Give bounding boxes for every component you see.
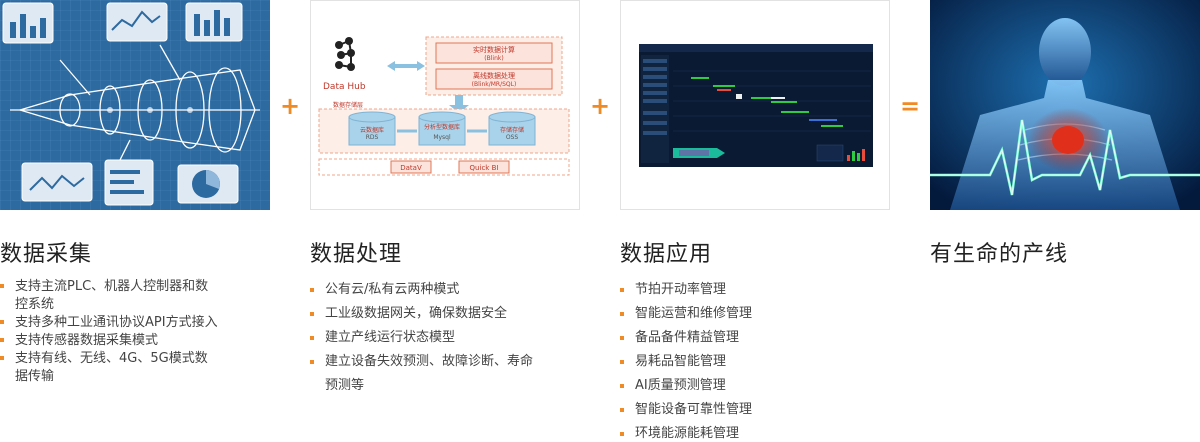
- section-data-processing: Data Hub 实时数据计算 (Blink) 离线数据处理 (Blink/MR…: [310, 0, 580, 398]
- bullet-icon: [0, 320, 4, 324]
- svg-text:(Blink/MR/SQL): (Blink/MR/SQL): [472, 81, 517, 88]
- list-item: 环境能源能耗管理: [620, 422, 890, 442]
- svg-text:Mysql: Mysql: [433, 134, 451, 141]
- svg-text:数据存储层: 数据存储层: [333, 101, 363, 109]
- bullet-icon: [0, 356, 4, 360]
- feature-list: 节拍开动率管理 智能运营和维修管理 备品备件精益管理 易耗品智能管理 AI质量预…: [620, 278, 890, 442]
- list-item: 智能设备可靠性管理: [620, 398, 890, 422]
- list-item: AI质量预测管理: [620, 374, 890, 398]
- section-title: 数据应用: [620, 242, 713, 267]
- bullet-icon: [620, 360, 624, 364]
- bullet-icon: [620, 336, 624, 340]
- svg-text:分析型数据库: 分析型数据库: [424, 123, 460, 131]
- list-item: 支持有线、无线、4G、5G模式数据传输: [0, 350, 215, 386]
- list-item: 节拍开动率管理: [620, 278, 890, 302]
- bullet-icon: [0, 284, 4, 288]
- bullet-icon: [310, 336, 314, 340]
- data-processing-diagram: Data Hub 实时数据计算 (Blink) 离线数据处理 (Blink/MR…: [310, 0, 580, 210]
- section-title: 有生命的产线: [930, 242, 1069, 267]
- hub-label: Data Hub: [323, 82, 366, 92]
- section-data-application: 数据应用 节拍开动率管理 智能运营和维修管理 备品备件精益管理 易耗品智能管理 …: [620, 0, 890, 442]
- list-item: 智能运营和维修管理: [620, 302, 890, 326]
- svg-text:OSS: OSS: [506, 134, 519, 141]
- bullet-icon: [620, 408, 624, 412]
- engine-blueprint-illustration: [0, 0, 270, 210]
- list-item: 备品备件精益管理: [620, 326, 890, 350]
- bullet-icon: [620, 384, 624, 388]
- plus-operator: +: [280, 92, 301, 120]
- list-item: 建立产线运行状态模型: [310, 326, 580, 350]
- bullet-icon: [310, 312, 314, 316]
- section-title: 数据处理: [310, 242, 403, 267]
- list-item: 支持多种工业通讯协议API方式接入: [0, 314, 245, 332]
- bullet-icon: [620, 312, 624, 316]
- section-data-collection: 数据采集 支持主流PLC、机器人控制器和数控系统 支持多种工业通讯协议API方式…: [0, 0, 270, 386]
- data-application-image: [620, 0, 890, 210]
- svg-text:云数据库: 云数据库: [360, 126, 384, 134]
- bullet-icon: [310, 360, 314, 364]
- bullet-icon: [620, 432, 624, 436]
- equals-operator: =: [900, 92, 921, 120]
- bullet-icon: [310, 288, 314, 292]
- svg-text:RDS: RDS: [366, 134, 379, 141]
- human-heartbeat-illustration: [930, 0, 1200, 210]
- svg-text:实时数据计算: 实时数据计算: [473, 45, 515, 54]
- svg-text:(Blink): (Blink): [484, 55, 503, 62]
- svg-text:Quick BI: Quick BI: [470, 164, 499, 172]
- list-item: 建立设备失效预测、故障诊断、寿命预测等: [310, 350, 535, 398]
- data-architecture-diagram: Data Hub 实时数据计算 (Blink) 离线数据处理 (Blink/MR…: [318, 36, 570, 176]
- plus-operator: +: [590, 92, 611, 120]
- list-item: 工业级数据网关，确保数据安全: [310, 302, 580, 326]
- list-item: 易耗品智能管理: [620, 350, 890, 374]
- data-collection-image: [0, 0, 270, 210]
- svg-text:离线数据处理: 离线数据处理: [473, 71, 515, 80]
- living-line-image: [930, 0, 1200, 210]
- list-item: 公有云/私有云两种模式: [310, 278, 580, 302]
- list-item: 支持主流PLC、机器人控制器和数控系统: [0, 278, 215, 314]
- section-living-production-line: 有生命的产线: [930, 0, 1200, 267]
- bullet-icon: [620, 288, 624, 292]
- list-item: 支持传感器数据采集模式: [0, 332, 270, 350]
- dashboard-screenshot: [639, 44, 873, 167]
- svg-text:存储存储: 存储存储: [500, 126, 524, 134]
- feature-list: 支持主流PLC、机器人控制器和数控系统 支持多种工业通讯协议API方式接入 支持…: [0, 278, 270, 386]
- bullet-icon: [0, 338, 4, 342]
- datahub-logo-icon: [335, 37, 355, 71]
- svg-text:DataV: DataV: [400, 164, 422, 172]
- feature-list: 公有云/私有云两种模式 工业级数据网关，确保数据安全 建立产线运行状态模型 建立…: [310, 278, 580, 398]
- section-title: 数据采集: [0, 242, 93, 267]
